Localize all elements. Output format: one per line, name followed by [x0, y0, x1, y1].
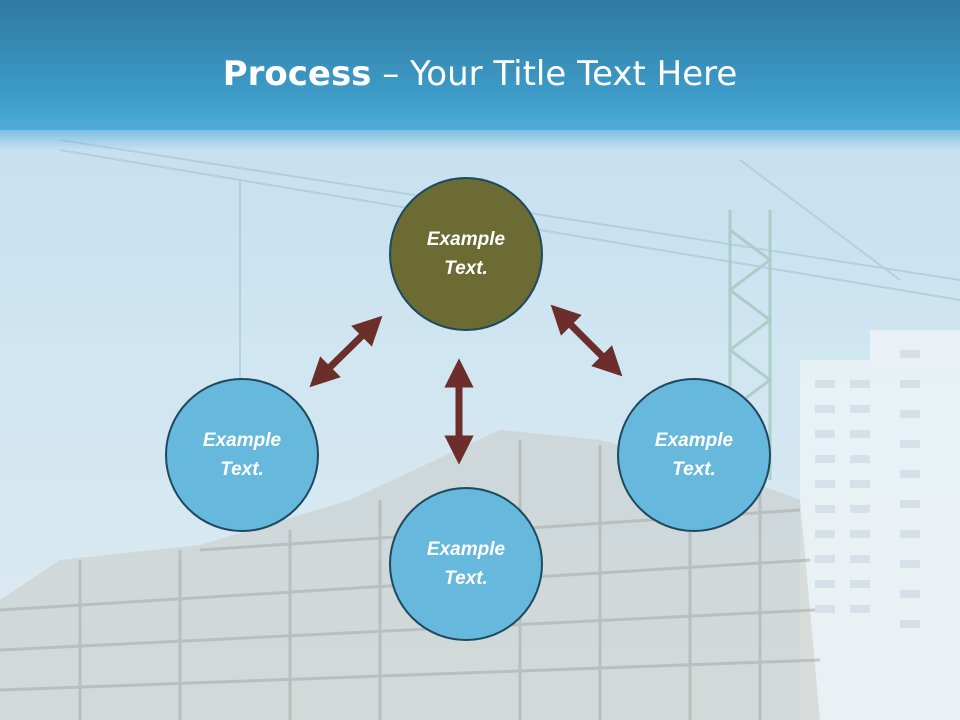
arrow-top-right [550, 304, 623, 377]
right-node[interactable]: Example Text. [617, 378, 771, 532]
bottom-node[interactable]: Example Text. [389, 487, 543, 641]
arrow-top-left [309, 315, 383, 388]
right-node-label: Example Text. [654, 430, 734, 480]
title-bar [0, 0, 960, 130]
left-node[interactable]: Example Text. [165, 378, 319, 532]
left-node-label: Example Text. [202, 430, 282, 480]
slide-title: Process – Your Title Text Here [0, 52, 960, 96]
title-bar-fade [0, 120, 960, 150]
slide-title-bold: Process [222, 54, 372, 94]
center-node-label: Example Text. [426, 229, 506, 279]
bottom-node-label: Example Text. [426, 539, 506, 589]
slide-title-rest: – Your Title Text Here [371, 54, 738, 94]
center-node[interactable]: Example Text. [389, 177, 543, 331]
